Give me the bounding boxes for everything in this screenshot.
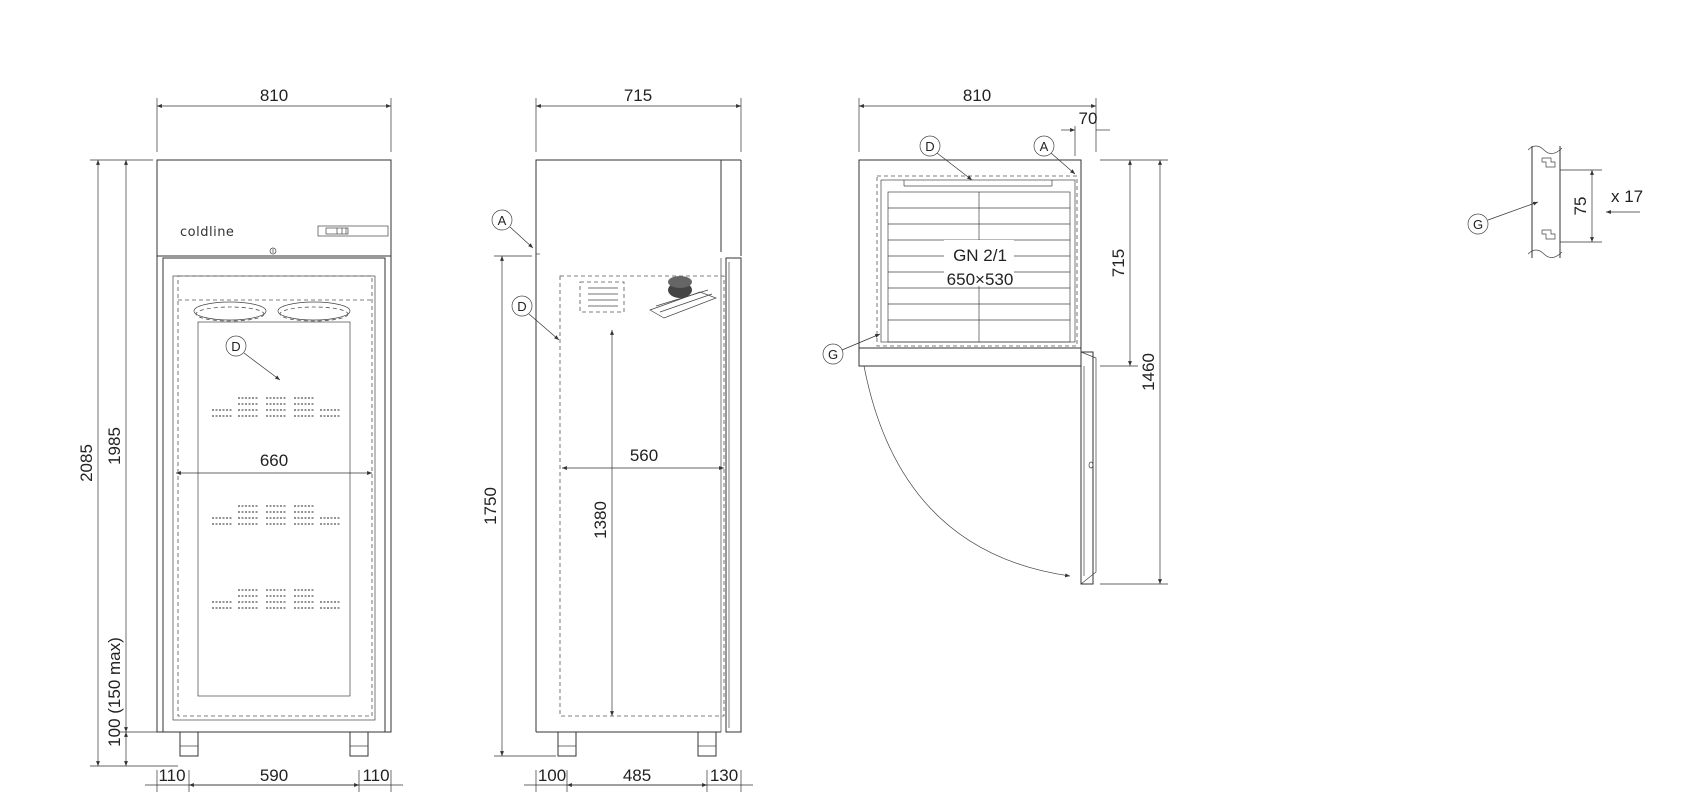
- svg-text:A: A: [1040, 139, 1049, 154]
- top-callout-a: A: [1033, 135, 1076, 175]
- svg-text:G: G: [1473, 217, 1483, 232]
- dim-front-height-total: 2085: [77, 444, 96, 482]
- top-view: GN 2/1 650×530 D A G 8: [822, 86, 1168, 585]
- brand-logo: coldline: [180, 225, 234, 240]
- rail-callout-g: G: [1467, 201, 1539, 235]
- tray-label-size: 650×530: [947, 270, 1014, 289]
- side-evaporator: [579, 276, 717, 319]
- top-door-swing: [863, 351, 1097, 585]
- front-view: coldline D 810 2085 1985 10: [77, 86, 403, 792]
- front-dimensions: 810 2085 1985 100 (150 max) 660 110 590 …: [77, 86, 403, 792]
- dim-side-height-a: 1750: [481, 487, 500, 525]
- top-trays: GN 2/1 650×530: [887, 191, 1071, 343]
- dim-top-depth-open: 1460: [1139, 353, 1158, 391]
- lock-icon: [269, 247, 277, 255]
- top-callout-g: G: [822, 333, 881, 365]
- dim-side-inner-depth: 560: [630, 446, 658, 465]
- side-dimensions: 715 1750 560 1380 100 485 130: [481, 86, 753, 792]
- front-vent-grille: [212, 397, 340, 609]
- dim-top-width: 810: [963, 86, 991, 105]
- dim-top-depth: 715: [1109, 249, 1128, 277]
- tray-label-gn: GN 2/1: [953, 246, 1007, 265]
- dim-front-foot-left: 110: [158, 766, 185, 785]
- dim-top-gap: 70: [1079, 109, 1098, 128]
- front-cabinet-outline: [156, 159, 392, 733]
- svg-text:D: D: [231, 339, 240, 354]
- front-callout-d: D: [225, 335, 281, 381]
- rail-count: x 17: [1611, 187, 1643, 206]
- front-feet: [179, 731, 369, 757]
- front-fans: [193, 301, 351, 322]
- dim-front-foot-span: 590: [260, 766, 288, 785]
- dim-side-foot-span: 485: [623, 766, 651, 785]
- svg-text:G: G: [828, 347, 838, 362]
- dim-side-foot-right: 130: [710, 766, 738, 785]
- top-callout-d: D: [919, 135, 973, 181]
- dim-rail-pitch: 75: [1571, 197, 1590, 216]
- dim-front-height-body: 1985: [105, 427, 124, 465]
- dim-front-feet-height: 100 (150 max): [105, 637, 124, 747]
- svg-text:D: D: [517, 299, 526, 314]
- side-callout-a: A: [491, 209, 534, 249]
- rail-detail: 75 x 17 G: [1467, 145, 1643, 258]
- side-callout-d: D: [511, 295, 560, 341]
- top-cabinet-outline: [858, 159, 1082, 367]
- svg-text:D: D: [925, 139, 934, 154]
- dim-side-inner-height: 1380: [591, 501, 610, 539]
- control-panel: [317, 225, 389, 237]
- dim-side-foot-left: 100: [538, 766, 566, 785]
- dim-front-width: 810: [260, 86, 288, 105]
- dim-front-inner-width: 660: [260, 451, 288, 470]
- dim-front-foot-right: 110: [362, 766, 389, 785]
- top-dimensions: 810 70 715 1460: [858, 86, 1168, 585]
- svg-text:A: A: [498, 213, 507, 228]
- side-feet: [557, 731, 717, 757]
- side-view: A D 715 1750 560 1380: [481, 86, 753, 792]
- dim-side-depth: 715: [624, 86, 652, 105]
